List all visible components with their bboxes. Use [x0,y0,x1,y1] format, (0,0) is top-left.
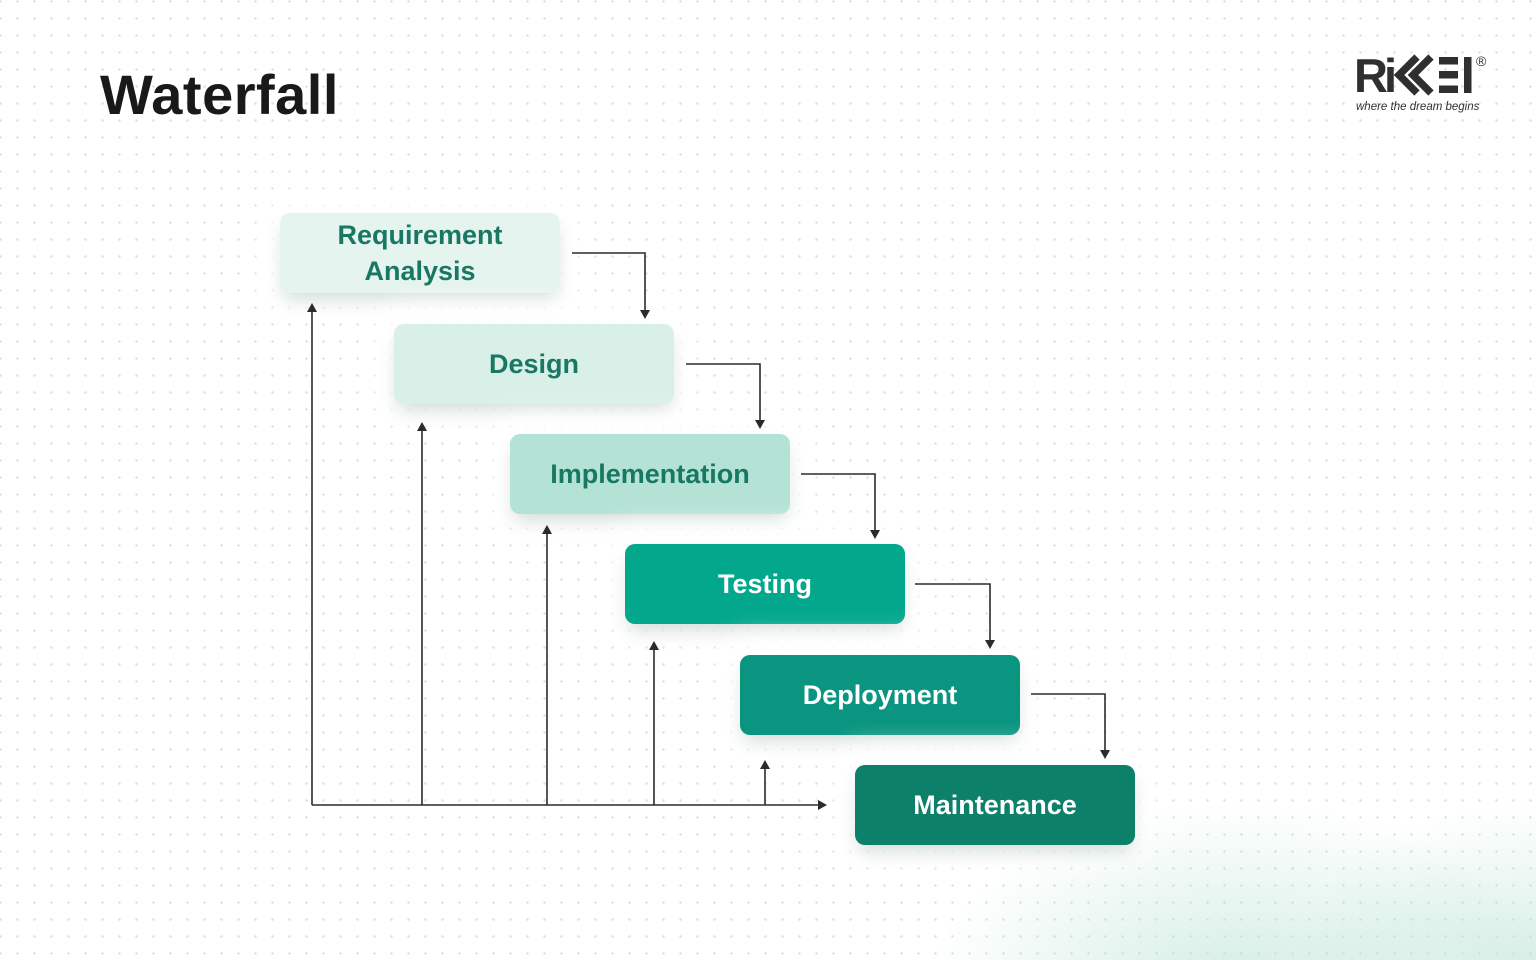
rikkei-logo: R i ® where the dream begins [1354,42,1494,114]
stage-label: Testing [718,568,812,599]
stage-label: Maintenance [913,789,1077,820]
stage-label: Design [488,348,580,379]
page-title: Waterfall [100,63,339,126]
logo-letter-r: R [1354,49,1388,102]
stage-label: Implementation [550,458,750,489]
stage-label: Requirement Analysis [337,219,503,286]
logo-tagline: where the dream begins [1356,101,1480,113]
logo-double-chevron-icon [1393,54,1434,96]
stage-deployment: Deployment [740,655,1020,735]
rikkei-logo-mark: R i ® where the dream begins [1354,49,1487,113]
stage-design: Design [394,324,674,404]
stage-requirement-analysis: Requirement Analysis [280,213,560,293]
stage-maintenance: Maintenance [855,765,1135,845]
stage-testing: Testing [625,544,905,624]
logo-letter-e-bars [1439,57,1458,93]
stage-implementation: Implementation [510,434,790,514]
registered-trademark-icon: ® [1476,53,1487,69]
stage-label: Deployment [802,679,958,710]
logo-letter-i-bar [1464,57,1472,93]
